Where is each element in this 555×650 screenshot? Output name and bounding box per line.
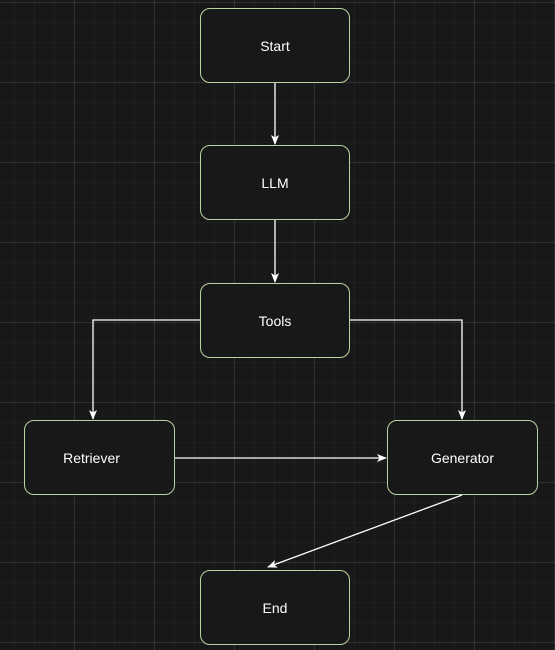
node-end[interactable]: End (200, 570, 350, 645)
node-llm-label: LLM (261, 174, 289, 191)
node-tools[interactable]: Tools (200, 283, 350, 358)
node-generator-label: Generator (430, 449, 495, 466)
node-retriever[interactable]: Retriever (24, 420, 175, 495)
node-generator[interactable]: Generator (387, 420, 538, 495)
node-start-label: Start (260, 37, 290, 54)
node-retriever-label: Retriever (63, 449, 120, 466)
node-end-label: End (262, 599, 288, 616)
edge-tools-generator (350, 319, 466, 420)
node-tools-label: Tools (258, 312, 292, 329)
edge-tools-retriever (89, 319, 200, 420)
edge-generator-end (267, 494, 463, 568)
node-start[interactable]: Start (200, 8, 350, 83)
node-llm[interactable]: LLM (200, 145, 350, 220)
